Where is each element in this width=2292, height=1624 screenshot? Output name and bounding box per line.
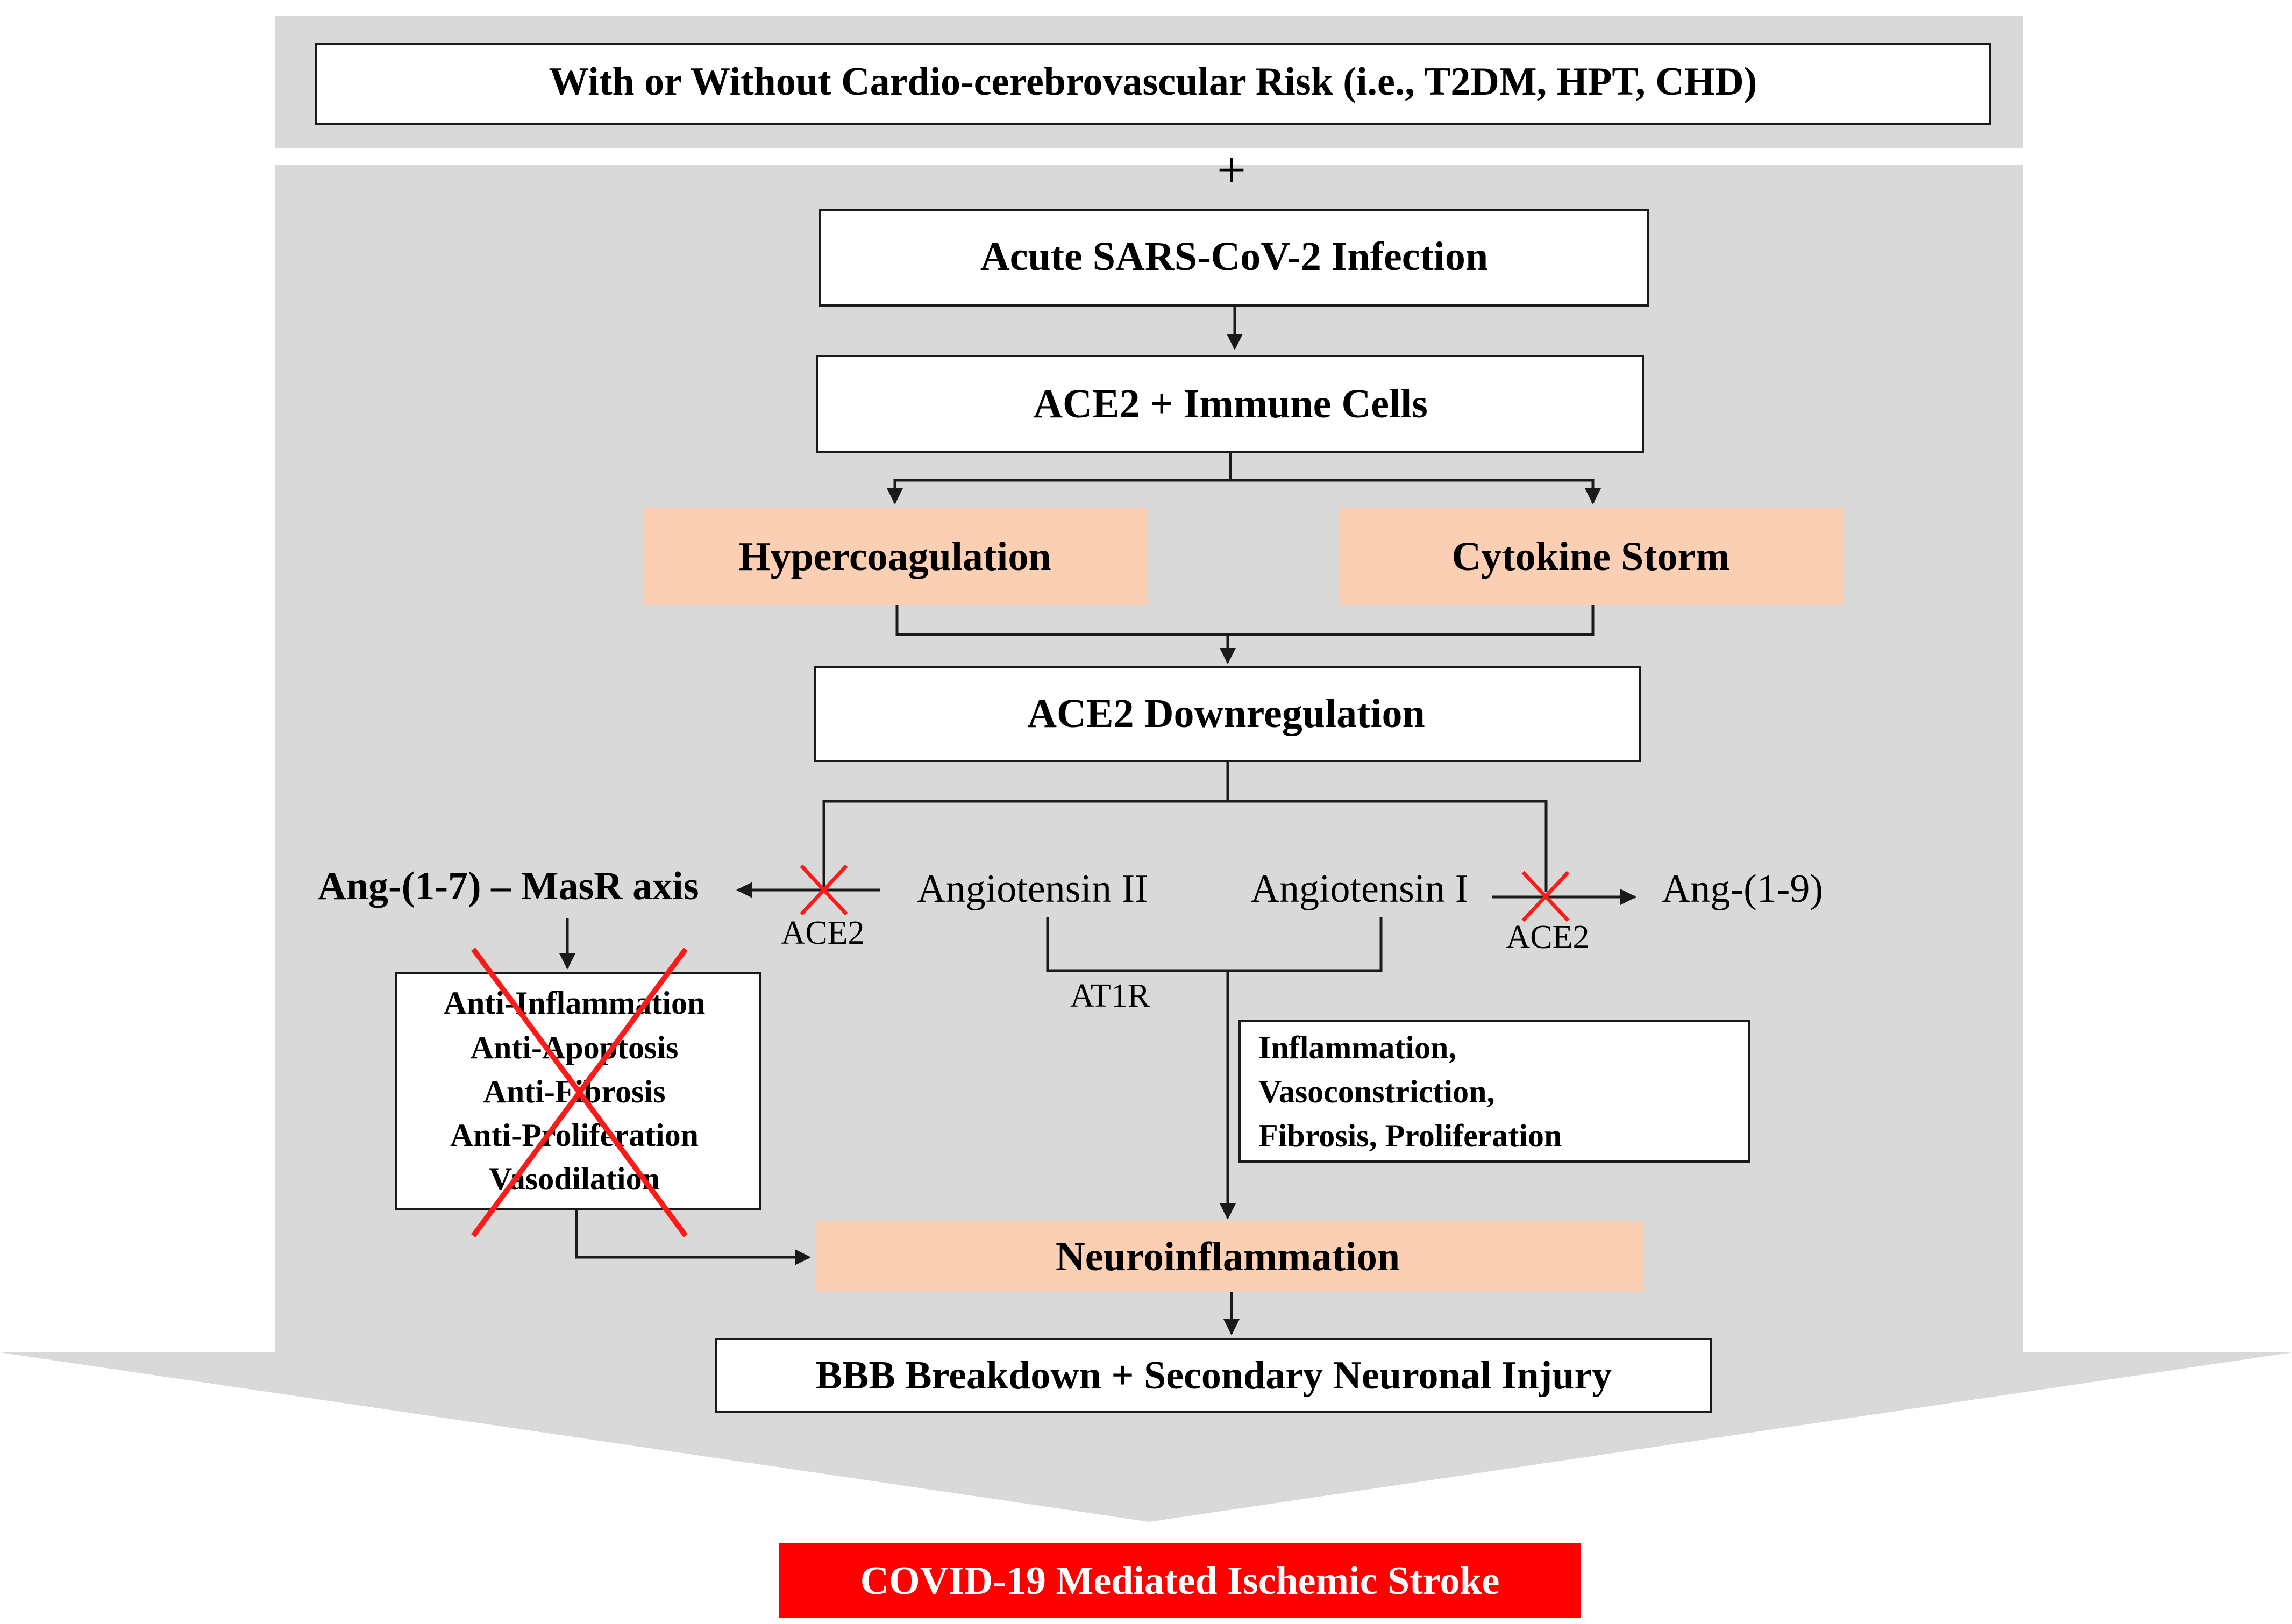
harmful-effect: Vasoconstriction, xyxy=(1258,1074,1494,1109)
ace2-right-blocked-cross xyxy=(1521,871,1570,922)
ace2-downregulation-box xyxy=(814,666,1641,762)
ace2-downregulation-label: ACE2 Downregulation xyxy=(1027,691,1425,736)
harmful-effects-list: Inflammation, Vasoconstriction, Fibrosis… xyxy=(1258,1030,1562,1153)
angiotensin-ii-label: Angiotensin II xyxy=(917,867,1148,911)
protective-to-neuro-connector xyxy=(575,1209,811,1265)
acute-infection-box xyxy=(819,209,1649,307)
bbb-breakdown-box xyxy=(715,1338,1712,1413)
protective-effects-blocked-cross xyxy=(471,948,688,1237)
hypercoagulation-label: Hypercoagulation xyxy=(738,534,1051,579)
protective-effect: Anti-Proliferation xyxy=(450,1117,699,1153)
risk-header: With or Without Cardio-cerebrovascular R… xyxy=(549,60,1757,104)
ang17-axis-label: Ang-(1-7) – MasR axis xyxy=(317,864,699,908)
plus-sign: + xyxy=(1217,141,1246,198)
ace2-immune-box xyxy=(816,355,1644,453)
neuroinflammation-label: Neuroinflammation xyxy=(1056,1234,1400,1279)
split-connector xyxy=(887,452,1232,504)
angiotensin-i-label: Angiotensin I xyxy=(1251,867,1469,911)
cytokine-storm-label: Cytokine Storm xyxy=(1451,534,1729,579)
ace2-right-label: ACE2 xyxy=(1506,919,1590,956)
downregulation-branch xyxy=(822,761,1229,887)
ace2-left-blocked-cross xyxy=(800,864,848,916)
harmful-effect: Fibrosis, Proliferation xyxy=(1258,1118,1562,1153)
at1r-label: AT1R xyxy=(1070,978,1150,1014)
protective-effect: Anti-Fibrosis xyxy=(483,1074,666,1109)
harmful-effects-box xyxy=(1238,1020,1750,1163)
harmful-effect: Inflammation, xyxy=(1258,1030,1456,1065)
downregulation-branch-right xyxy=(1228,800,1548,892)
neuroinflammation-box xyxy=(815,1221,1643,1292)
split-connector-right xyxy=(1230,479,1601,504)
bbb-breakdown-label: BBB Breakdown + Secondary Neuronal Injur… xyxy=(816,1354,1612,1398)
outcome-box xyxy=(779,1543,1581,1618)
protective-effect: Anti-Inflammation xyxy=(444,985,706,1021)
ace2-left-label: ACE2 xyxy=(781,915,865,951)
merge-connector xyxy=(895,605,1595,636)
ace2-immune-label: ACE2 + Immune Cells xyxy=(1033,381,1428,426)
risk-box xyxy=(315,43,1991,125)
hypercoagulation-box xyxy=(644,508,1148,605)
outcome-label: COVID-19 Mediated Ischemic Stroke xyxy=(860,1559,1500,1603)
protective-effect: Anti-Apoptosis xyxy=(471,1030,679,1065)
cytokine-storm-box xyxy=(1339,508,1843,605)
at1r-connector xyxy=(1046,917,1383,972)
acute-infection-label: Acute SARS-CoV-2 Infection xyxy=(980,234,1488,279)
ang19-label: Ang-(1-9) xyxy=(1662,867,1823,911)
